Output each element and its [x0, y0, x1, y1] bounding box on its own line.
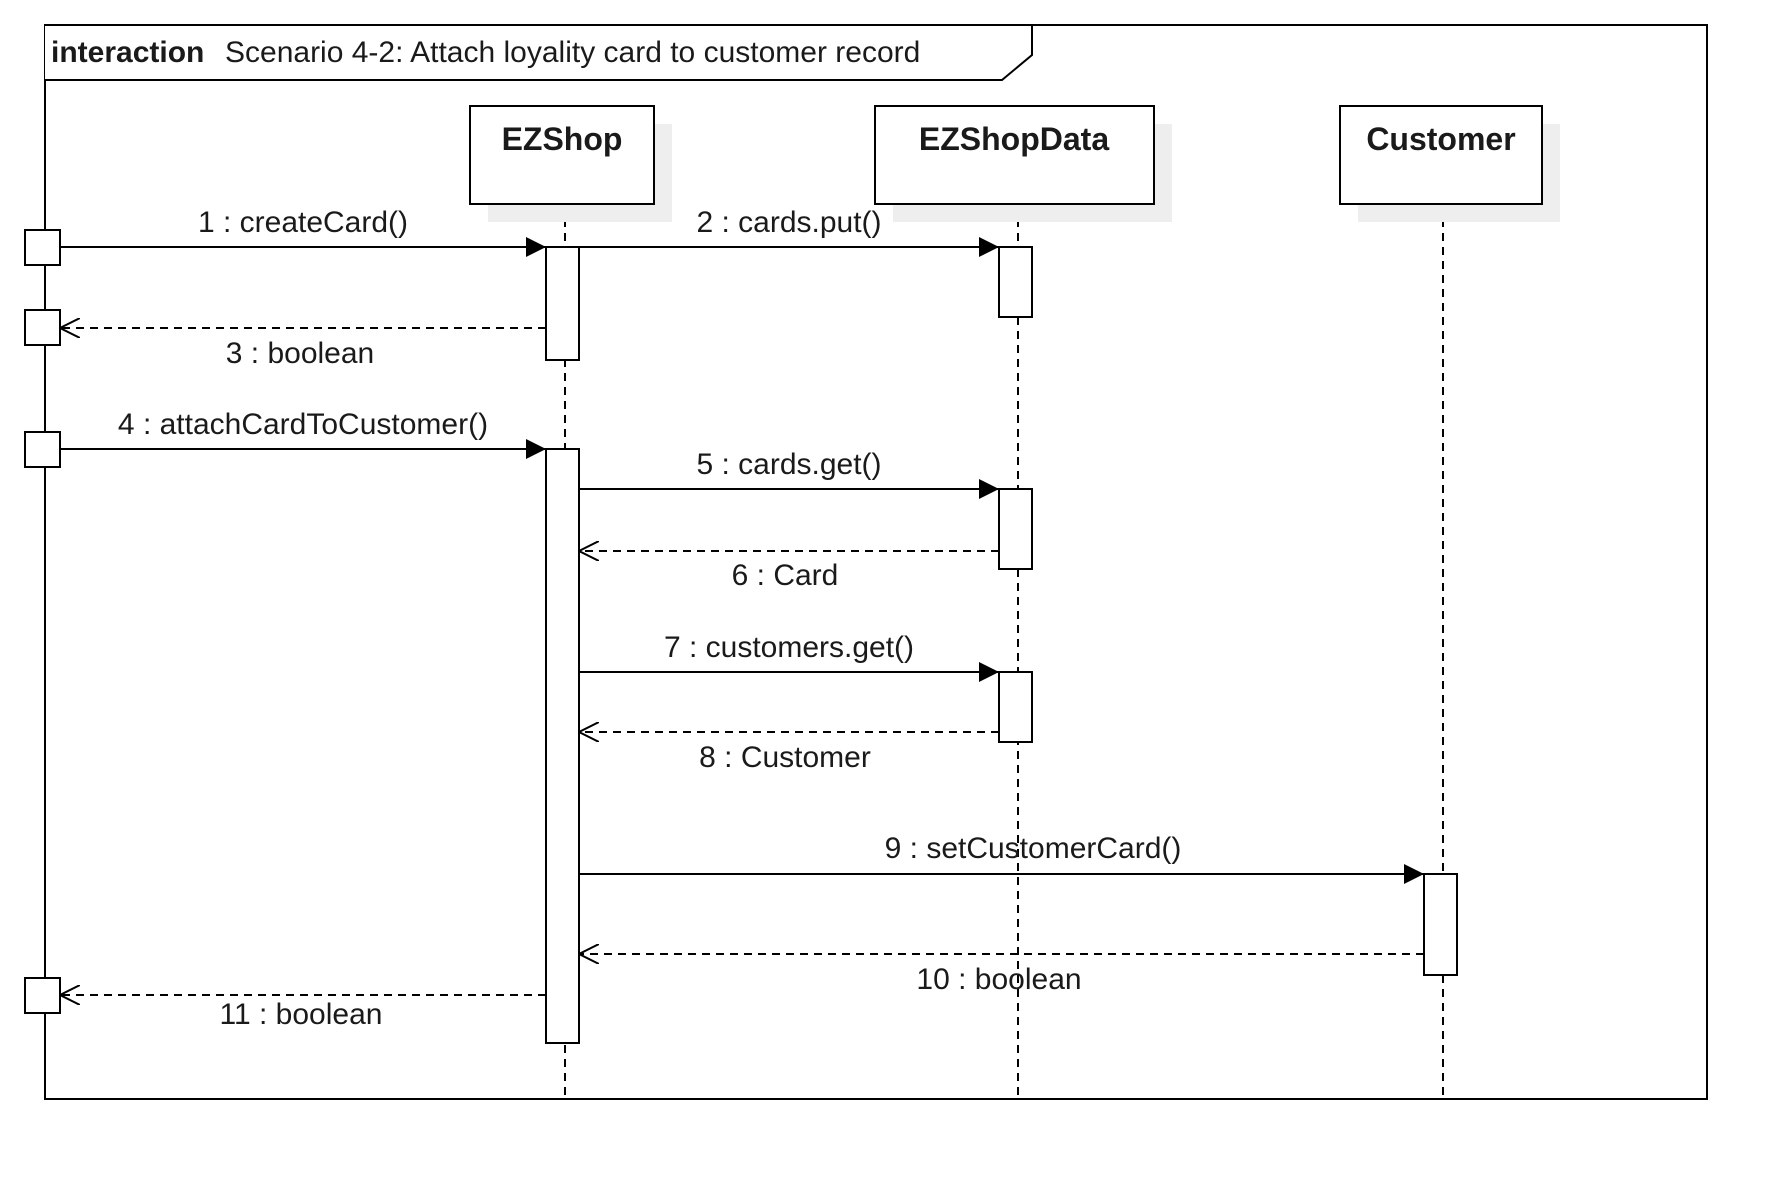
participant-ezshop: EZShop — [469, 105, 672, 222]
message-label: 7 : customers.get() — [664, 631, 914, 664]
activation-ezshopdata-2 — [998, 488, 1033, 570]
activation-ezshopdata-1 — [998, 246, 1033, 318]
gate-message-1 — [24, 229, 61, 266]
message-7: 7 : customers.get() — [579, 631, 999, 682]
message-3: 3 : boolean — [60, 328, 546, 370]
activation-customer-1 — [1423, 873, 1458, 976]
activation-ezshop-2 — [545, 448, 580, 1044]
message-label: 8 : Customer — [699, 741, 871, 774]
message-6: 6 : Card — [579, 551, 999, 592]
message-label: 3 : boolean — [226, 337, 374, 370]
message-label: 2 : cards.put() — [696, 206, 881, 239]
participant-name: EZShopData — [919, 121, 1109, 157]
message-4: 4 : attachCardToCustomer() — [60, 408, 546, 459]
gate-message-11 — [24, 977, 61, 1014]
message-label: 10 : boolean — [916, 963, 1081, 996]
participant-name: Customer — [1366, 121, 1515, 157]
message-label: 1 : createCard() — [198, 206, 408, 239]
message-2: 2 : cards.put() — [579, 206, 999, 257]
message-label: 11 : boolean — [220, 998, 383, 1031]
message-10: 10 : boolean — [579, 954, 1424, 996]
message-label: 6 : Card — [732, 559, 839, 592]
interaction-frame: interaction Scenario 4-2: Attach loyalit… — [44, 24, 1708, 1100]
participant-customer: Customer — [1339, 105, 1560, 222]
activation-ezshopdata-3 — [998, 671, 1033, 743]
gate-message-3 — [24, 309, 61, 346]
message-9: 9 : setCustomerCard() — [579, 832, 1424, 884]
message-label: 4 : attachCardToCustomer() — [118, 408, 488, 441]
participant-ezshopdata: EZShopData — [874, 105, 1172, 222]
message-5: 5 : cards.get() — [579, 448, 999, 499]
activation-ezshop-1 — [545, 246, 580, 361]
participant-name: EZShop — [502, 121, 623, 157]
message-11: 11 : boolean — [60, 995, 546, 1031]
message-label: 9 : setCustomerCard() — [885, 832, 1182, 865]
frame-keyword: interaction — [51, 36, 204, 69]
frame-title: Scenario 4-2: Attach loyality card to cu… — [225, 36, 920, 69]
message-8: 8 : Customer — [579, 732, 999, 774]
message-1: 1 : createCard() — [60, 206, 546, 257]
gate-message-4 — [24, 431, 61, 468]
message-label: 5 : cards.get() — [696, 448, 881, 481]
